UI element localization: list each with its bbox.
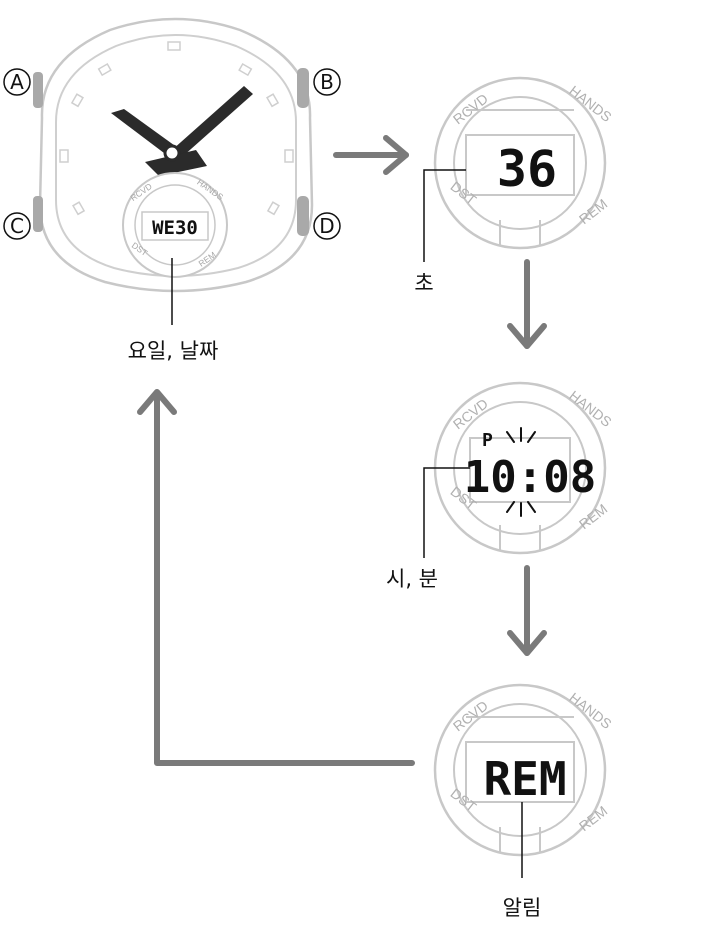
- arrow-down-2-head: [507, 630, 547, 656]
- arrow-return: [154, 391, 415, 766]
- button-label-c: C: [10, 214, 24, 238]
- pusher-a[interactable]: [33, 72, 43, 108]
- bezel-label-rem: REM: [576, 196, 610, 228]
- watch-hands: [111, 86, 253, 176]
- bezel-label-hands: HANDS: [566, 387, 614, 430]
- lcd-reminder: REM: [483, 752, 566, 806]
- watch-bezel: [55, 34, 297, 277]
- flow-arrows: [137, 135, 547, 766]
- pusher-d[interactable]: [297, 196, 309, 236]
- pusher-b[interactable]: [297, 68, 309, 108]
- bezel-label-rcvd: RCVD: [450, 395, 491, 432]
- caption-hour-minute: 시, 분: [386, 567, 438, 591]
- button-labels: A B C D: [3, 68, 341, 240]
- button-label-a: A: [10, 70, 24, 94]
- hand-pivot: [163, 144, 181, 162]
- lcd-seconds: 36: [497, 140, 557, 198]
- bezel-label-hands: HANDS: [566, 689, 614, 732]
- bezel-label-rem: REM: [576, 501, 610, 533]
- hour-indices: [59, 41, 294, 216]
- watch-face: RCVD HANDS DST REM WE30: [33, 17, 314, 293]
- arrow-down-1-head: [507, 323, 547, 349]
- button-label-b: B: [320, 70, 334, 94]
- subdial: RCVD HANDS DST REM WE30: [122, 172, 228, 278]
- bezel-label-rcvd: RCVD: [450, 697, 491, 734]
- lcd-weekday-date: WE30: [152, 217, 198, 239]
- button-label-d: D: [319, 214, 334, 238]
- leader-hour-minute: [423, 467, 470, 558]
- bezel-label-rem: REM: [576, 803, 610, 835]
- caption-weekday-date: 요일, 날짜: [128, 339, 219, 363]
- pusher-c[interactable]: [33, 196, 43, 232]
- lcd-hour-minute: 10:08: [464, 452, 596, 503]
- lcd-pm-indicator: P: [482, 430, 493, 451]
- leader-seconds: [423, 169, 466, 262]
- bezel-label-hands: HANDS: [566, 82, 614, 125]
- arrow-return-head: [137, 389, 177, 415]
- bezel-label-rcvd: RCVD: [450, 90, 491, 127]
- blink-indicator-icon: [506, 427, 536, 517]
- subdial-screen-seconds: RCVD HANDS DST REM 36: [433, 76, 615, 250]
- subdial-screen-reminder: RCVD HANDS DST REM REM: [433, 683, 615, 857]
- caption-seconds: 초: [414, 271, 433, 295]
- arrow-right-1-head: [383, 135, 409, 175]
- caption-reminder: 알림: [503, 896, 542, 920]
- watch-case: [38, 17, 314, 293]
